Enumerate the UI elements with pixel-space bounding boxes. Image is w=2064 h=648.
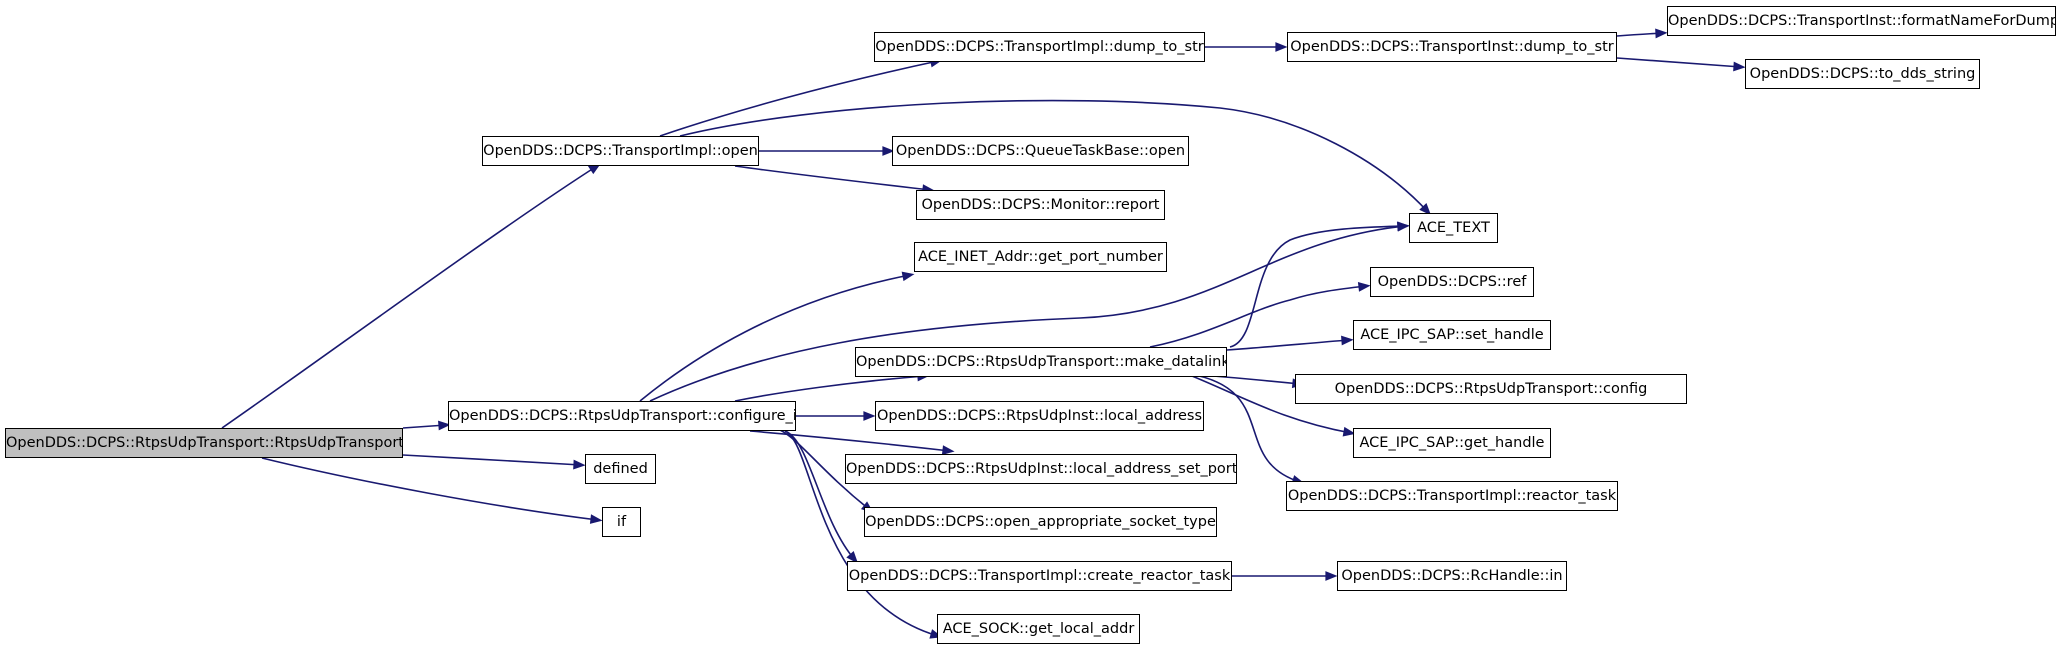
- edge-arrowhead-icon: [846, 551, 859, 564]
- node-defined[interactable]: defined: [585, 454, 656, 484]
- edge-arrowhead-icon: [863, 411, 876, 421]
- edge-ti_open-to-ace_text: [679, 99, 1432, 216]
- node-format-name[interactable]: OpenDDS::DCPS::TransportInst::formatName…: [1667, 6, 2056, 36]
- edge-configure_i-to-local_address_set_port: [749, 430, 955, 456]
- edge-ti_dump-to-tinst_dump: [1205, 42, 1288, 52]
- edge-arrowhead-icon: [901, 271, 915, 282]
- node-monitor-report[interactable]: OpenDDS::DCPS::Monitor::report: [916, 190, 1165, 220]
- edge-arrowhead-icon: [573, 459, 586, 470]
- edge-line: [1149, 285, 1367, 348]
- node-reactor-task[interactable]: OpenDDS::DCPS::TransportImpl::reactor_ta…: [1286, 481, 1618, 511]
- edge-configure_i-to-create_reactor: [784, 430, 859, 564]
- edge-line: [402, 454, 582, 466]
- edge-arrowhead-icon: [1419, 203, 1432, 216]
- node-configure-i[interactable]: OpenDDS::DCPS::RtpsUdpTransport::configu…: [448, 401, 796, 431]
- edge-arrowhead-icon: [1397, 221, 1410, 232]
- edge-configure_i-to-get_port: [639, 271, 915, 402]
- edge-root-to-configure_i: [402, 420, 451, 431]
- edge-tinst_dump-to-format_name: [1616, 28, 1668, 39]
- edge-make_datalink-to-set_handle: [1226, 335, 1354, 351]
- node-ref[interactable]: OpenDDS::DCPS::ref: [1370, 267, 1534, 297]
- node-if[interactable]: if: [602, 507, 641, 537]
- node-local-address[interactable]: OpenDDS::DCPS::RtpsUdpInst::local_addres…: [875, 401, 1204, 431]
- edge-line: [784, 430, 939, 637]
- edge-line: [1616, 57, 1742, 68]
- node-ace-text[interactable]: ACE_TEXT: [1409, 213, 1498, 243]
- edge-line: [749, 430, 951, 452]
- node-ti-dump[interactable]: OpenDDS::DCPS::TransportImpl::dump_to_st…: [874, 32, 1205, 62]
- edge-arrowhead-icon: [1357, 281, 1371, 292]
- edge-arrowhead-icon: [1275, 42, 1288, 52]
- node-local-address-set-port[interactable]: OpenDDS::DCPS::RtpsUdpInst::local_addres…: [845, 454, 1237, 484]
- edge-arrowhead-icon: [589, 514, 603, 524]
- edge-arrowhead-icon: [1655, 28, 1668, 39]
- edge-arrowhead-icon: [1342, 426, 1356, 437]
- edge-line: [261, 457, 599, 521]
- edge-create_reactor-to-rchandle_in: [1232, 571, 1338, 581]
- edge-line: [1229, 225, 1406, 348]
- edge-line: [779, 429, 871, 511]
- node-tinst-dump[interactable]: OpenDDS::DCPS::TransportInst::dump_to_st…: [1287, 32, 1617, 62]
- edge-line: [1226, 339, 1350, 351]
- edge-tinst_dump-to-to_dds_string: [1616, 57, 1746, 72]
- edge-root-to-defined: [402, 454, 586, 470]
- node-to-dds-string[interactable]: OpenDDS::DCPS::to_dds_string: [1745, 59, 1980, 89]
- node-get-port[interactable]: ACE_INET_Addr::get_port_number: [914, 242, 1167, 272]
- node-get-local-addr[interactable]: ACE_SOCK::get_local_addr: [937, 614, 1140, 644]
- node-ti-open[interactable]: OpenDDS::DCPS::TransportImpl::open: [482, 136, 759, 166]
- edge-arrowhead-icon: [882, 146, 895, 156]
- edge-arrowhead-icon: [1733, 61, 1746, 72]
- node-qtb-open[interactable]: OpenDDS::DCPS::QueueTaskBase::open: [892, 136, 1189, 166]
- node-set-handle[interactable]: ACE_IPC_SAP::set_handle: [1353, 320, 1551, 350]
- edge-line: [1186, 373, 1352, 434]
- edge-line: [734, 375, 926, 402]
- edge-line: [639, 274, 911, 402]
- edge-line: [221, 165, 598, 429]
- node-make-datalink[interactable]: OpenDDS::DCPS::RtpsUdpTransport::make_da…: [855, 347, 1227, 377]
- edge-root-to-if: [261, 457, 603, 524]
- node-get-handle[interactable]: ACE_IPC_SAP::get_handle: [1353, 428, 1551, 458]
- edge-line: [734, 165, 931, 191]
- node-rchandle-in[interactable]: OpenDDS::DCPS::RcHandle::in: [1337, 561, 1567, 591]
- edge-arrowhead-icon: [941, 445, 955, 456]
- edge-make_datalink-to-get_handle: [1186, 373, 1356, 437]
- edge-line: [679, 99, 1429, 213]
- edge-line: [659, 60, 939, 137]
- edge-ti_open-to-qtb_open: [759, 146, 895, 156]
- edge-arrowhead-icon: [438, 420, 451, 431]
- edge-line: [649, 225, 1406, 402]
- edge-arrowhead-icon: [1325, 571, 1338, 581]
- edge-make_datalink-to-ref: [1149, 281, 1371, 348]
- edge-make_datalink-to-ace_text: [1229, 221, 1410, 348]
- edge-configure_i-to-local_address: [795, 411, 876, 421]
- edge-line: [784, 430, 856, 561]
- edge-line: [1189, 373, 1301, 483]
- node-create-reactor[interactable]: OpenDDS::DCPS::TransportImpl::create_rea…: [847, 561, 1232, 591]
- node-root: OpenDDS::DCPS::RtpsUdpTransport::RtpsUdp…: [5, 428, 403, 458]
- edge-arrowhead-icon: [1341, 335, 1354, 346]
- node-open-socket[interactable]: OpenDDS::DCPS::open_appropriate_socket_t…: [864, 507, 1217, 537]
- node-rut-config[interactable]: OpenDDS::DCPS::RtpsUdpTransport::config: [1295, 374, 1687, 404]
